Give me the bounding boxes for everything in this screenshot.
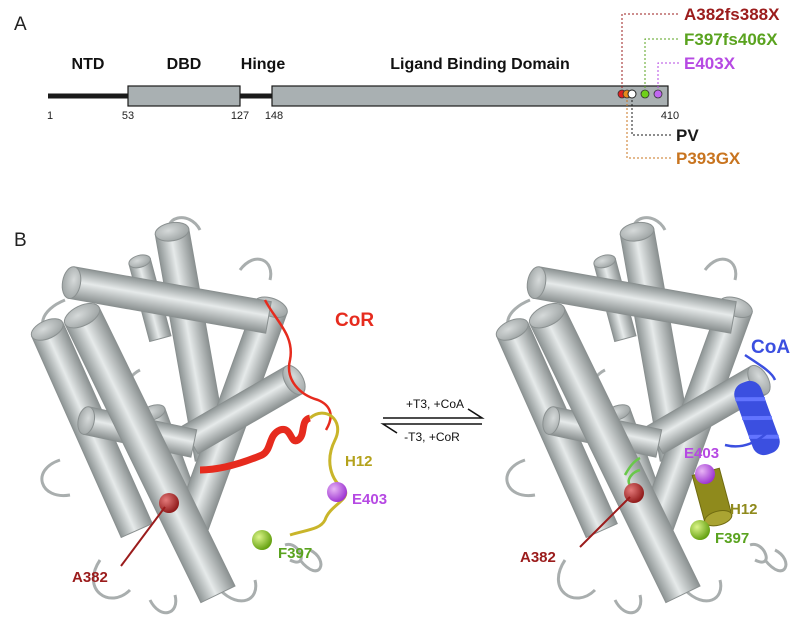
mutation-labels: A382fs388X F397fs406X E403X PV P393GX (676, 5, 780, 168)
h12-label-left: H12 (345, 453, 373, 470)
cor-label: CoR (335, 310, 374, 331)
domain-label-dbd: DBD (167, 56, 202, 73)
e403-label-right: E403 (684, 445, 719, 462)
forward-condition-label: +T3, +CoA (406, 397, 464, 411)
protein-cartoon-left (26, 216, 323, 615)
e403-sphere-left (327, 482, 347, 502)
f397-sphere-left (252, 530, 272, 550)
leader-f397 (644, 38, 680, 92)
mutation-dot (627, 89, 637, 99)
mutation-dot (653, 89, 663, 99)
position-label: 148 (265, 110, 283, 122)
f397-label-left: F397 (278, 545, 312, 562)
leader-e403 (657, 62, 680, 92)
structure-corepressor-bound: CoR H12 E403 F397 A382 (26, 216, 387, 615)
mutation-dot (640, 89, 650, 99)
leader-p393 (626, 96, 672, 159)
h12-label-right: H12 (730, 501, 758, 518)
reverse-arrow (380, 423, 482, 434)
reverse-condition-label: -T3, +CoR (404, 430, 460, 444)
mutation-label-a382fs388x: A382fs388X (684, 5, 780, 24)
a382-leader-right (579, 496, 631, 548)
lbd-box (271, 85, 669, 107)
coa-label: CoA (751, 337, 790, 358)
position-label: 53 (122, 110, 134, 122)
ligand-sticks (623, 456, 641, 486)
protein-domain-map: NTD DBD Hinge Ligand Binding Domain 1 53… (47, 56, 679, 122)
domain-label-ntd: NTD (72, 56, 105, 73)
leader-a382 (621, 13, 680, 92)
coa-peptide-tail (724, 429, 771, 448)
equilibrium-arrows: +T3, +CoA -T3, +CoR (380, 397, 485, 444)
forward-arrow (383, 408, 485, 419)
coa-peptide-coil (744, 353, 777, 381)
f397-sphere-right (690, 520, 710, 540)
domain-label-lbd: Ligand Binding Domain (390, 56, 570, 73)
h12-coil-left (289, 411, 348, 537)
cor-peptide-coil (263, 299, 332, 431)
position-label: 1 (47, 110, 53, 122)
mutation-label-pv: PV (676, 126, 699, 145)
position-label: 410 (661, 110, 679, 122)
cor-peptide-helix (199, 414, 312, 474)
f397-label-right: F397 (715, 530, 749, 547)
domain-label-hinge: Hinge (241, 56, 286, 73)
mutation-label-f397fs406x: F397fs406X (684, 30, 778, 49)
a382-label-right: A382 (520, 549, 556, 566)
structure-coactivator-bound: CoA H12 E403 F397 A382 (491, 216, 790, 615)
e403-label-left: E403 (352, 491, 387, 508)
mutation-leaders (621, 13, 680, 159)
a382-leader-left (120, 506, 166, 567)
panel-a-letter: A (14, 14, 27, 35)
position-label: 127 (231, 110, 249, 122)
mutation-label-e403x: E403X (684, 54, 736, 73)
a382-label-left: A382 (72, 569, 108, 586)
panel-b-letter: B (14, 230, 27, 251)
e403-sphere-right (695, 464, 715, 484)
leader-pv (631, 96, 672, 136)
mutation-label-p393gx: P393GX (676, 149, 741, 168)
dbd-box (127, 85, 241, 107)
mutation-dots (617, 89, 663, 99)
